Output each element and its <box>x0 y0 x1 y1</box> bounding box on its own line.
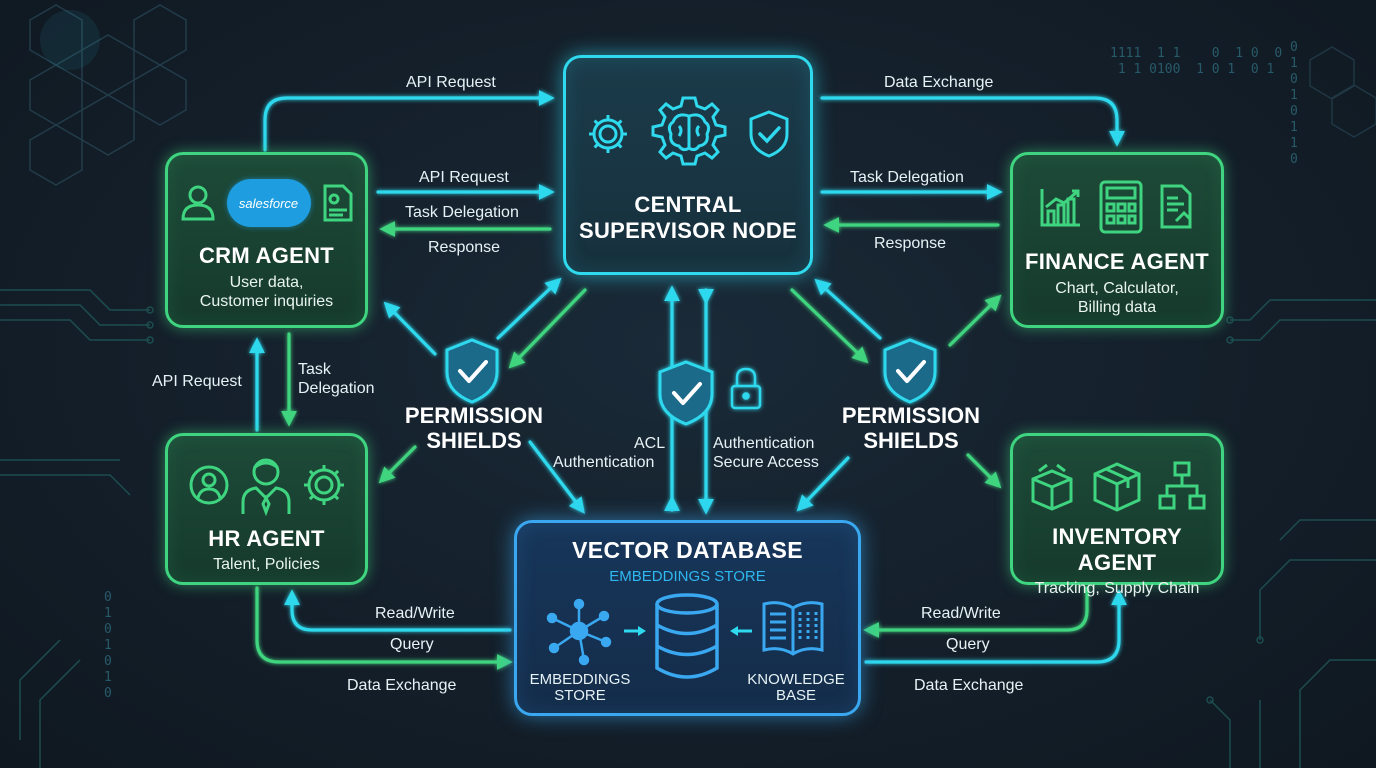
gear-icon <box>303 465 344 505</box>
label-inventory-query: Query <box>946 636 990 653</box>
binary-decoration: 1111 1 1 0 1 0 0 1 1 0100 1 0 1 0 1 <box>1110 46 1283 77</box>
label-hr-crm-api-request: API Request <box>152 373 242 390</box>
label-acl-line1: ACL <box>634 435 666 452</box>
edge-vectordb-inventory-data <box>864 589 1127 664</box>
inventory-subtitle: Tracking, Supply Chain <box>1034 580 1200 597</box>
label-hr-read-write: Read/Write <box>375 605 455 622</box>
edge-crm-central-api-top <box>263 90 555 152</box>
lock-icon <box>730 367 762 410</box>
calculator-icon <box>1099 180 1143 234</box>
edge-vectordb-hr-readwrite <box>284 589 512 632</box>
hr-subtitle: Talent, Policies <box>213 556 320 573</box>
label-auth-line2: Secure Access <box>713 454 819 471</box>
label-hr-data-exchange: Data Exchange <box>347 677 457 694</box>
arrow-left-icon <box>730 626 752 636</box>
hex-pattern-decoration <box>29 4 187 186</box>
open-box-icon <box>1031 463 1073 511</box>
label-crm-hr-task-line1: Task <box>298 361 331 378</box>
knowledge-base-label-line2: BASE <box>775 687 817 704</box>
shield-check-icon <box>658 360 714 426</box>
embeddings-store-label-line2: STORE <box>554 687 606 704</box>
crm-title: CRM AGENT <box>198 243 335 268</box>
embeddings-store-label-line1: EMBEDDINGS <box>529 671 631 688</box>
permission-shields-right-line1: PERMISSION <box>841 403 981 428</box>
inventory-title: INVENTORY AGENT <box>1052 524 1182 575</box>
invoice-icon <box>1160 184 1192 229</box>
label-inventory-data-exchange: Data Exchange <box>914 677 1024 694</box>
hr-title: HR AGENT <box>208 526 325 551</box>
permission-shields-left-line2: SHIELDS <box>426 428 522 453</box>
hex-pattern-decoration-right <box>1309 46 1376 138</box>
label-crm-task-delegation: Task Delegation <box>405 204 519 221</box>
employee-icon <box>241 458 290 516</box>
edge-central-shield-right <box>790 288 869 364</box>
finance-title: FINANCE AGENT <box>1025 249 1209 274</box>
permission-shields-left-line1: PERMISSION <box>404 403 544 428</box>
edge-central-shield-down <box>508 288 587 369</box>
book-icon <box>762 601 824 656</box>
shield-check-icon <box>445 338 499 404</box>
circuit-decoration-right <box>1206 299 1376 768</box>
label-crm-api-request: API Request <box>419 169 509 186</box>
network-nodes-icon <box>546 598 612 666</box>
edge-shield-crm <box>383 301 437 356</box>
central-title-line2: SUPERVISOR NODE <box>578 218 798 243</box>
edge-shield-vectordb-left <box>528 440 585 514</box>
finance-subtitle-line1: Chart, Calculator, <box>1055 280 1179 297</box>
label-data-exchange-top: Data Exchange <box>884 74 994 91</box>
inventory-agent-node[interactable]: INVENTORY AGENT Tracking, Supply Chain <box>1010 433 1224 597</box>
edge-shield-finance <box>948 294 1002 347</box>
central-title-line1: CENTRAL <box>634 192 742 217</box>
document-icon <box>323 184 352 222</box>
brain-gear-icon <box>651 96 727 166</box>
bar-chart-icon <box>1040 189 1080 227</box>
label-acl-line2: Authentication <box>553 454 655 471</box>
label-api-request-top: API Request <box>406 74 496 91</box>
crm-subtitle-line1: User data, <box>229 274 304 291</box>
edge-shield-central-up <box>496 277 562 340</box>
shield-check-icon <box>883 338 937 404</box>
permission-shields-right-line2: SHIELDS <box>863 428 959 453</box>
edge-shield-inventory <box>966 453 1002 489</box>
vector-db-subtitle: EMBEDDINGS STORE <box>609 568 766 585</box>
edge-shield-vectordb-right <box>796 456 850 512</box>
arrow-right-icon <box>624 626 646 636</box>
edge-shield-central-right <box>814 278 882 340</box>
gear-icon <box>589 115 627 153</box>
edge-inventory-vectordb-readwrite <box>863 586 1089 638</box>
vector-db-title: VECTOR DATABASE <box>572 537 803 563</box>
salesforce-cloud-icon: salesforce <box>226 179 311 227</box>
hr-agent-node[interactable]: HR AGENT Talent, Policies <box>165 433 368 585</box>
label-finance-task-delegation: Task Delegation <box>850 169 964 186</box>
label-finance-response: Response <box>874 235 947 252</box>
shield-check-icon <box>749 110 789 158</box>
label-crm-response: Response <box>428 239 501 256</box>
database-icon <box>655 593 719 679</box>
crm-subtitle-line2: Customer inquiries <box>199 293 334 310</box>
binary-decoration: 0 1 0 1 0 1 1 0 <box>1290 40 1298 167</box>
finance-subtitle-line2: Billing data <box>1077 299 1157 316</box>
user-circle-icon <box>189 465 228 505</box>
user-icon <box>180 185 215 221</box>
edge-shield-hr <box>378 445 417 484</box>
label-auth-line1: Authentication <box>713 435 815 452</box>
label-inventory-read-write: Read/Write <box>921 605 1001 622</box>
edge-central-finance-data <box>820 96 1125 147</box>
crm-agent-node[interactable]: salesforce CRM AGENT User data, Customer… <box>165 152 368 328</box>
box-icon <box>1093 462 1141 512</box>
central-supervisor-node[interactable]: CENTRAL SUPERVISOR NODE <box>563 55 813 275</box>
circuit-decoration-left <box>0 289 154 768</box>
finance-agent-node[interactable]: FINANCE AGENT Chart, Calculator, Billing… <box>1010 152 1224 328</box>
boxes-network-icon <box>1158 461 1206 510</box>
label-hr-query: Query <box>390 636 434 653</box>
binary-decoration: 0 1 0 1 0 1 0 <box>104 590 112 701</box>
knowledge-base-label-line1: KNOWLEDGE <box>747 671 845 688</box>
edge-hr-vectordb-data <box>255 586 513 670</box>
vector-database-node[interactable]: VECTOR DATABASE EMBEDDINGS STORE <box>514 520 861 716</box>
label-crm-hr-task-line2: Delegation <box>298 380 375 397</box>
